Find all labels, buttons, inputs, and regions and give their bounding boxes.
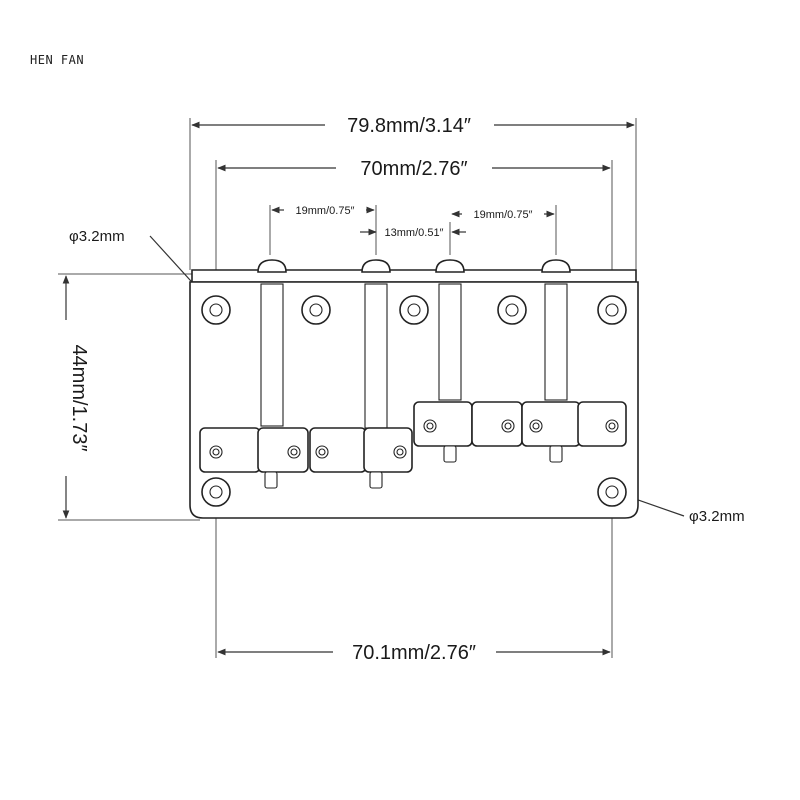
hole-callout-left: φ3.2mm [69, 228, 211, 303]
saddle-4 [521, 401, 627, 463]
saddle-2 [309, 427, 413, 489]
mounting-holes [201, 295, 627, 507]
height-label: 44mm/1.73″ [68, 344, 90, 451]
inner-width-label: 70mm/2.76″ [360, 158, 467, 180]
saddle-3 [413, 401, 523, 463]
overall-width-label: 79.8mm/3.14″ [347, 115, 471, 137]
spacing-2-label: 13mm/0.51″ [385, 227, 444, 239]
spacing-3-label: 19mm/0.75″ [474, 209, 533, 221]
screw-heads [257, 259, 571, 273]
mount-hole-bottom-left [201, 477, 231, 507]
spacing-1-label: 19mm/0.75″ [296, 205, 355, 217]
saddle-spacing-3: 19mm/0.75″ [451, 205, 557, 255]
mount-hole-top-2 [301, 295, 331, 325]
bottom-width-dimension: 70.1mm/2.76″ [215, 505, 613, 664]
mount-hole-top-4 [497, 295, 527, 325]
hole-right-label: φ3.2mm [689, 508, 745, 525]
saddle-spacing-2: 13mm/0.51″ [360, 222, 466, 255]
hole-left-label: φ3.2mm [69, 228, 125, 245]
overall-width-dimension: 79.8mm/3.14″ [189, 115, 637, 270]
saddle-1 [199, 427, 309, 489]
brand-label: HEN FAN [30, 53, 85, 67]
mount-hole-top-3 [399, 295, 429, 325]
saddle-spacing-1: 19mm/0.75″ [269, 205, 377, 255]
mount-hole-top-right [597, 295, 627, 325]
mount-hole-bottom-right [597, 477, 627, 507]
height-dimension: 44mm/1.73″ [58, 273, 200, 521]
springs [260, 283, 568, 429]
bottom-width-label: 70.1mm/2.76″ [352, 642, 476, 664]
inner-width-dimension: 70mm/2.76″ [215, 158, 613, 270]
mount-hole-top-left [201, 295, 231, 325]
